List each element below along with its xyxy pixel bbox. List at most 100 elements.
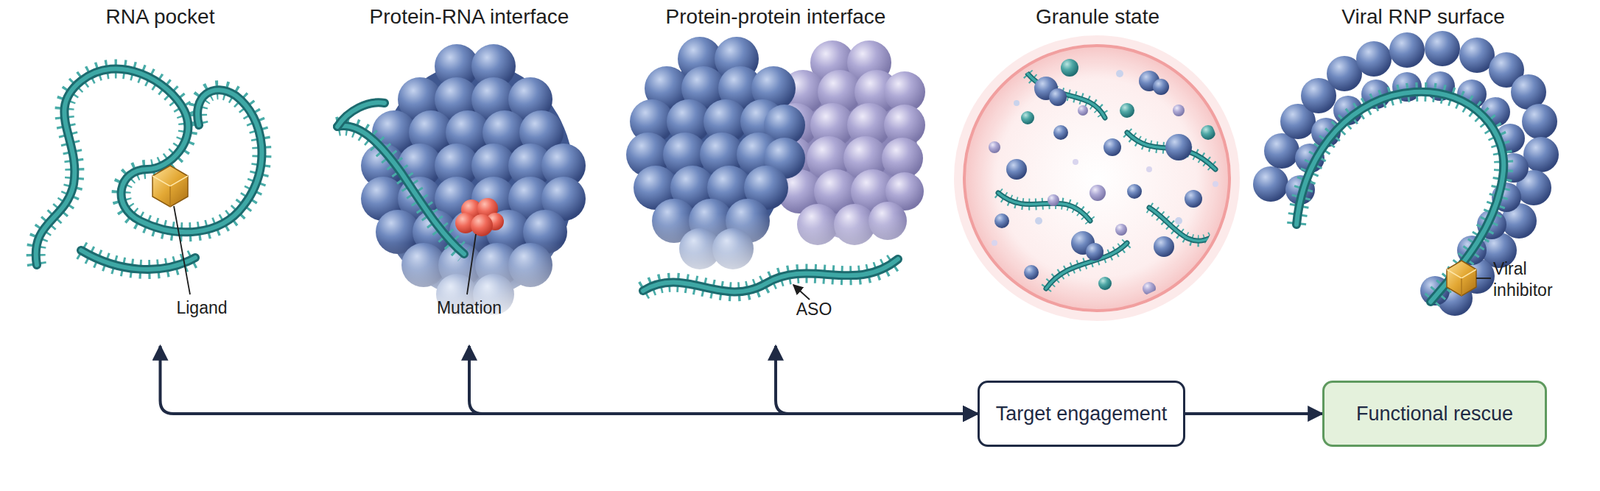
panel-title: Viral RNP surface <box>1268 5 1578 29</box>
granule-droplet <box>998 193 1091 221</box>
granule-droplet <box>1153 236 1175 258</box>
granule-droplet <box>1142 282 1156 296</box>
granule-droplet <box>1115 223 1128 236</box>
granule-droplet <box>1127 132 1216 170</box>
granule-droplet <box>1053 125 1069 140</box>
panel-title: Protein-protein interface <box>637 5 914 29</box>
callout-label: ASO <box>740 299 888 321</box>
granule-droplet <box>1172 104 1185 117</box>
aso-strand <box>643 259 898 292</box>
rna-fold-illustration <box>81 250 196 270</box>
viral-rnp-arc <box>1296 92 1504 303</box>
granule-droplet <box>1060 58 1079 77</box>
rna-strand <box>337 125 465 255</box>
granule-droplet <box>1200 125 1216 140</box>
mutation-site <box>470 214 493 237</box>
callout-label: Ligand <box>128 297 276 319</box>
viral-rnp-arc <box>1296 92 1504 303</box>
ligand-molecule <box>152 176 188 187</box>
panel-title: Protein-RNA interface <box>332 5 606 29</box>
granule-droplet <box>1190 276 1197 283</box>
leader-line <box>467 234 476 295</box>
panel-title: Granule state <box>957 5 1238 29</box>
aso-strand <box>643 259 898 292</box>
rna-strand <box>337 125 465 255</box>
flow-arrow <box>160 346 979 414</box>
ligand-molecule <box>152 165 188 207</box>
box-label: Target engagement <box>988 402 1175 426</box>
viral-rnp-arc <box>1424 30 1461 67</box>
aso-strand <box>643 259 898 292</box>
granule-droplet <box>1184 190 1203 208</box>
flow-arrow <box>469 346 978 414</box>
leader-line <box>1476 277 1491 280</box>
granule-droplet <box>1034 217 1043 225</box>
granule-droplet <box>1048 88 1067 107</box>
granule-droplet <box>1174 217 1183 225</box>
viral-rnp-arc <box>1356 41 1392 77</box>
flow-arrow <box>1185 412 1323 416</box>
granule-droplet <box>1103 138 1122 157</box>
granule-droplet <box>1149 207 1212 241</box>
granule-droplet <box>1149 207 1212 241</box>
rna-strand <box>337 102 465 255</box>
illustration-panel: Viral RNP surfaceViral inhibitor <box>1268 3 1578 347</box>
illustration-panel: Granule state <box>957 3 1238 347</box>
rna-fold-illustration <box>81 250 196 270</box>
granule-droplet <box>1027 73 1105 118</box>
granule-droplet <box>988 58 1219 296</box>
granule-droplet <box>991 240 998 247</box>
granule-droplet <box>994 213 1010 229</box>
viral-rnp-arc <box>1253 166 1289 202</box>
outcome-box: Functional rescue <box>1322 380 1547 448</box>
granule-droplet <box>1085 243 1104 261</box>
granule-droplet <box>1116 69 1124 78</box>
granule-droplet <box>1119 103 1135 118</box>
process-box: Target engagement <box>977 380 1186 448</box>
granule-droplet <box>1098 276 1112 291</box>
granule-droplet <box>1047 194 1060 207</box>
granule-droplet <box>1020 111 1035 125</box>
granule-droplet <box>1013 100 1020 107</box>
granule-droplet <box>958 39 1236 317</box>
inhibitor-molecule <box>1446 269 1477 279</box>
ligand-molecule <box>152 165 188 207</box>
protein-blob <box>346 44 597 317</box>
viral-rnp-arc <box>1521 103 1558 140</box>
rna-fold-illustration <box>36 68 263 266</box>
rna-strand <box>337 125 465 255</box>
granule-droplet <box>1027 73 1105 118</box>
granule-droplet <box>1127 132 1216 170</box>
inhibitor-molecule <box>1446 260 1477 297</box>
granule-droplet <box>998 193 1091 221</box>
illustration-panel: RNA pocketLigand <box>25 3 295 347</box>
rna-fold-illustration <box>81 250 196 270</box>
granule-droplet <box>958 39 1236 317</box>
box-label: Functional rescue <box>1348 402 1521 426</box>
illustration-panel: Protein-RNA interfaceMutation <box>332 3 606 347</box>
granule-droplet <box>1046 243 1128 289</box>
inhibitor-molecule <box>1446 260 1477 297</box>
granule-droplet <box>1046 243 1128 289</box>
inhibitor-molecule <box>1460 278 1463 297</box>
ligand-molecule <box>169 186 171 207</box>
granule-droplet <box>1077 105 1089 116</box>
granule-droplet <box>1072 159 1079 166</box>
protein-blob <box>626 36 929 280</box>
granule-droplet <box>998 193 1091 221</box>
granule-droplet <box>1023 265 1039 280</box>
granule-droplet <box>1146 166 1153 173</box>
granule-droplet <box>1127 184 1142 199</box>
granule-droplet <box>1027 73 1105 118</box>
granule-droplet <box>1127 132 1216 170</box>
flow-arrow <box>775 346 978 414</box>
aso-strand <box>643 259 898 292</box>
illustration-panel: Protein-protein interfaceASO <box>637 3 914 347</box>
viral-rnp-arc <box>1523 137 1559 173</box>
granule-droplet <box>1089 184 1106 202</box>
leader-arrow <box>793 285 810 300</box>
rna-strand <box>337 102 385 127</box>
granule-droplet <box>1165 134 1192 161</box>
granule-droplet <box>964 45 1230 311</box>
